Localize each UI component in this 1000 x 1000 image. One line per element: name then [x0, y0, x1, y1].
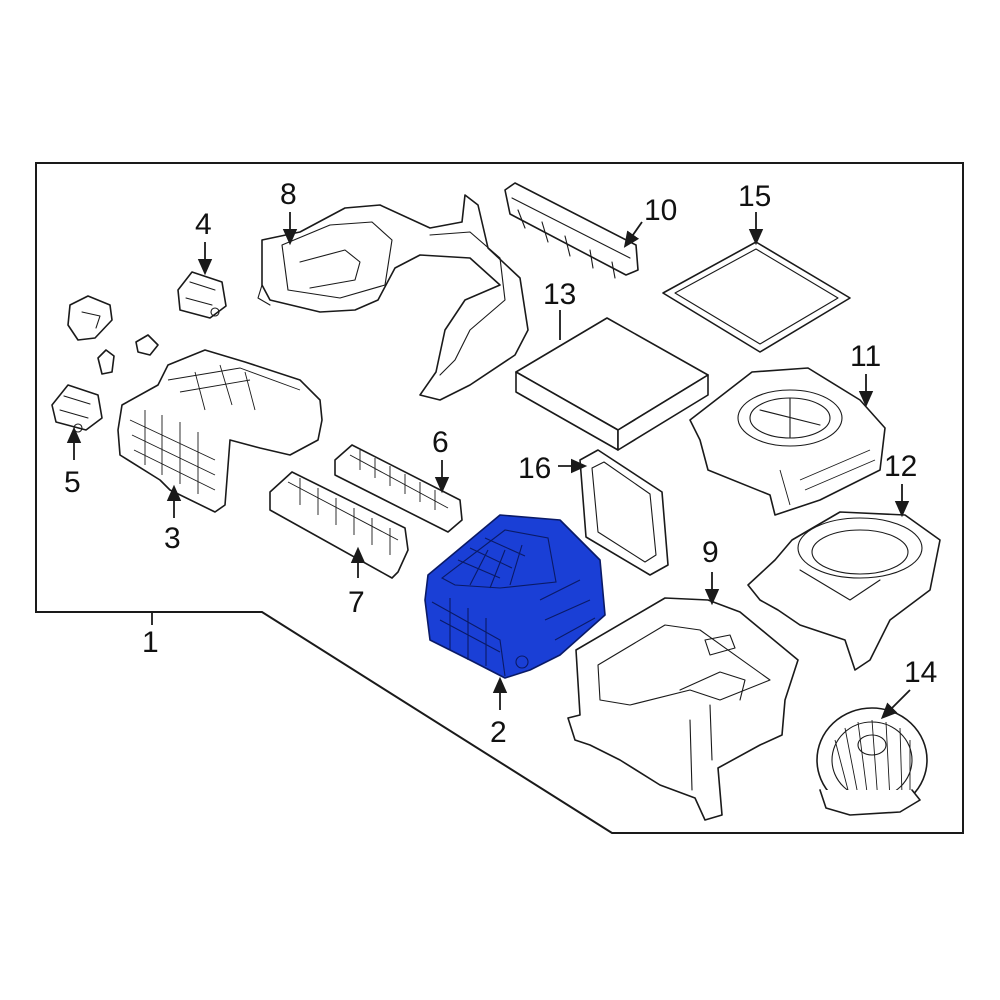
part-5-actuator[interactable]: [51, 384, 103, 433]
callout-5: 5: [64, 426, 82, 499]
svg-text:8: 8: [280, 178, 297, 211]
svg-text:1: 1: [142, 626, 159, 659]
svg-text:12: 12: [884, 450, 917, 483]
callout-14: 14: [880, 656, 937, 720]
part-3-duct[interactable]: [117, 349, 323, 513]
svg-text:14: 14: [904, 656, 937, 689]
svg-text:11: 11: [850, 340, 881, 373]
callout-11: 11: [850, 340, 881, 408]
callout-2: 2: [490, 676, 508, 749]
small-brackets: [67, 295, 159, 375]
svg-text:10: 10: [644, 194, 677, 227]
part-6-louver[interactable]: [334, 444, 463, 533]
part-15-filter-frame[interactable]: [662, 241, 851, 353]
part-9-lower-case[interactable]: [567, 597, 799, 821]
callout-3: 3: [164, 484, 182, 555]
part-7-louver[interactable]: [269, 471, 409, 579]
svg-text:16: 16: [518, 452, 551, 485]
part-16-seal[interactable]: [579, 449, 669, 576]
part-11-blower-housing-upper[interactable]: [689, 367, 886, 516]
callout-8: 8: [280, 178, 298, 246]
svg-text:2: 2: [490, 716, 507, 749]
svg-text:13: 13: [543, 278, 576, 311]
svg-text:15: 15: [738, 180, 771, 213]
callout-7: 7: [348, 546, 366, 619]
part-13-cabin-filter[interactable]: [515, 317, 709, 451]
part-12-blower-housing-lower[interactable]: [747, 511, 941, 671]
callout-12: 12: [884, 450, 917, 518]
part-14-blower-motor[interactable]: [816, 707, 928, 816]
callout-16: 16: [518, 452, 588, 485]
callout-1: 1: [142, 612, 159, 659]
assembly-frame: [35, 162, 964, 834]
part-8-upper-case[interactable]: [257, 194, 529, 401]
callout-15: 15: [738, 180, 771, 246]
svg-text:3: 3: [164, 522, 181, 555]
svg-text:4: 4: [195, 208, 212, 241]
svg-text:9: 9: [702, 536, 719, 569]
callout-10: 10: [623, 194, 677, 248]
callout-4: 4: [195, 208, 213, 276]
part-10-rail[interactable]: [504, 182, 639, 279]
callout-9: 9: [702, 536, 720, 606]
part-4-actuator[interactable]: [177, 271, 227, 319]
callout-13: 13: [543, 278, 576, 340]
part-2-heater-case[interactable]: [424, 514, 606, 679]
callout-6: 6: [432, 426, 450, 494]
svg-text:7: 7: [348, 586, 365, 619]
svg-text:6: 6: [432, 426, 449, 459]
svg-text:5: 5: [64, 466, 81, 499]
